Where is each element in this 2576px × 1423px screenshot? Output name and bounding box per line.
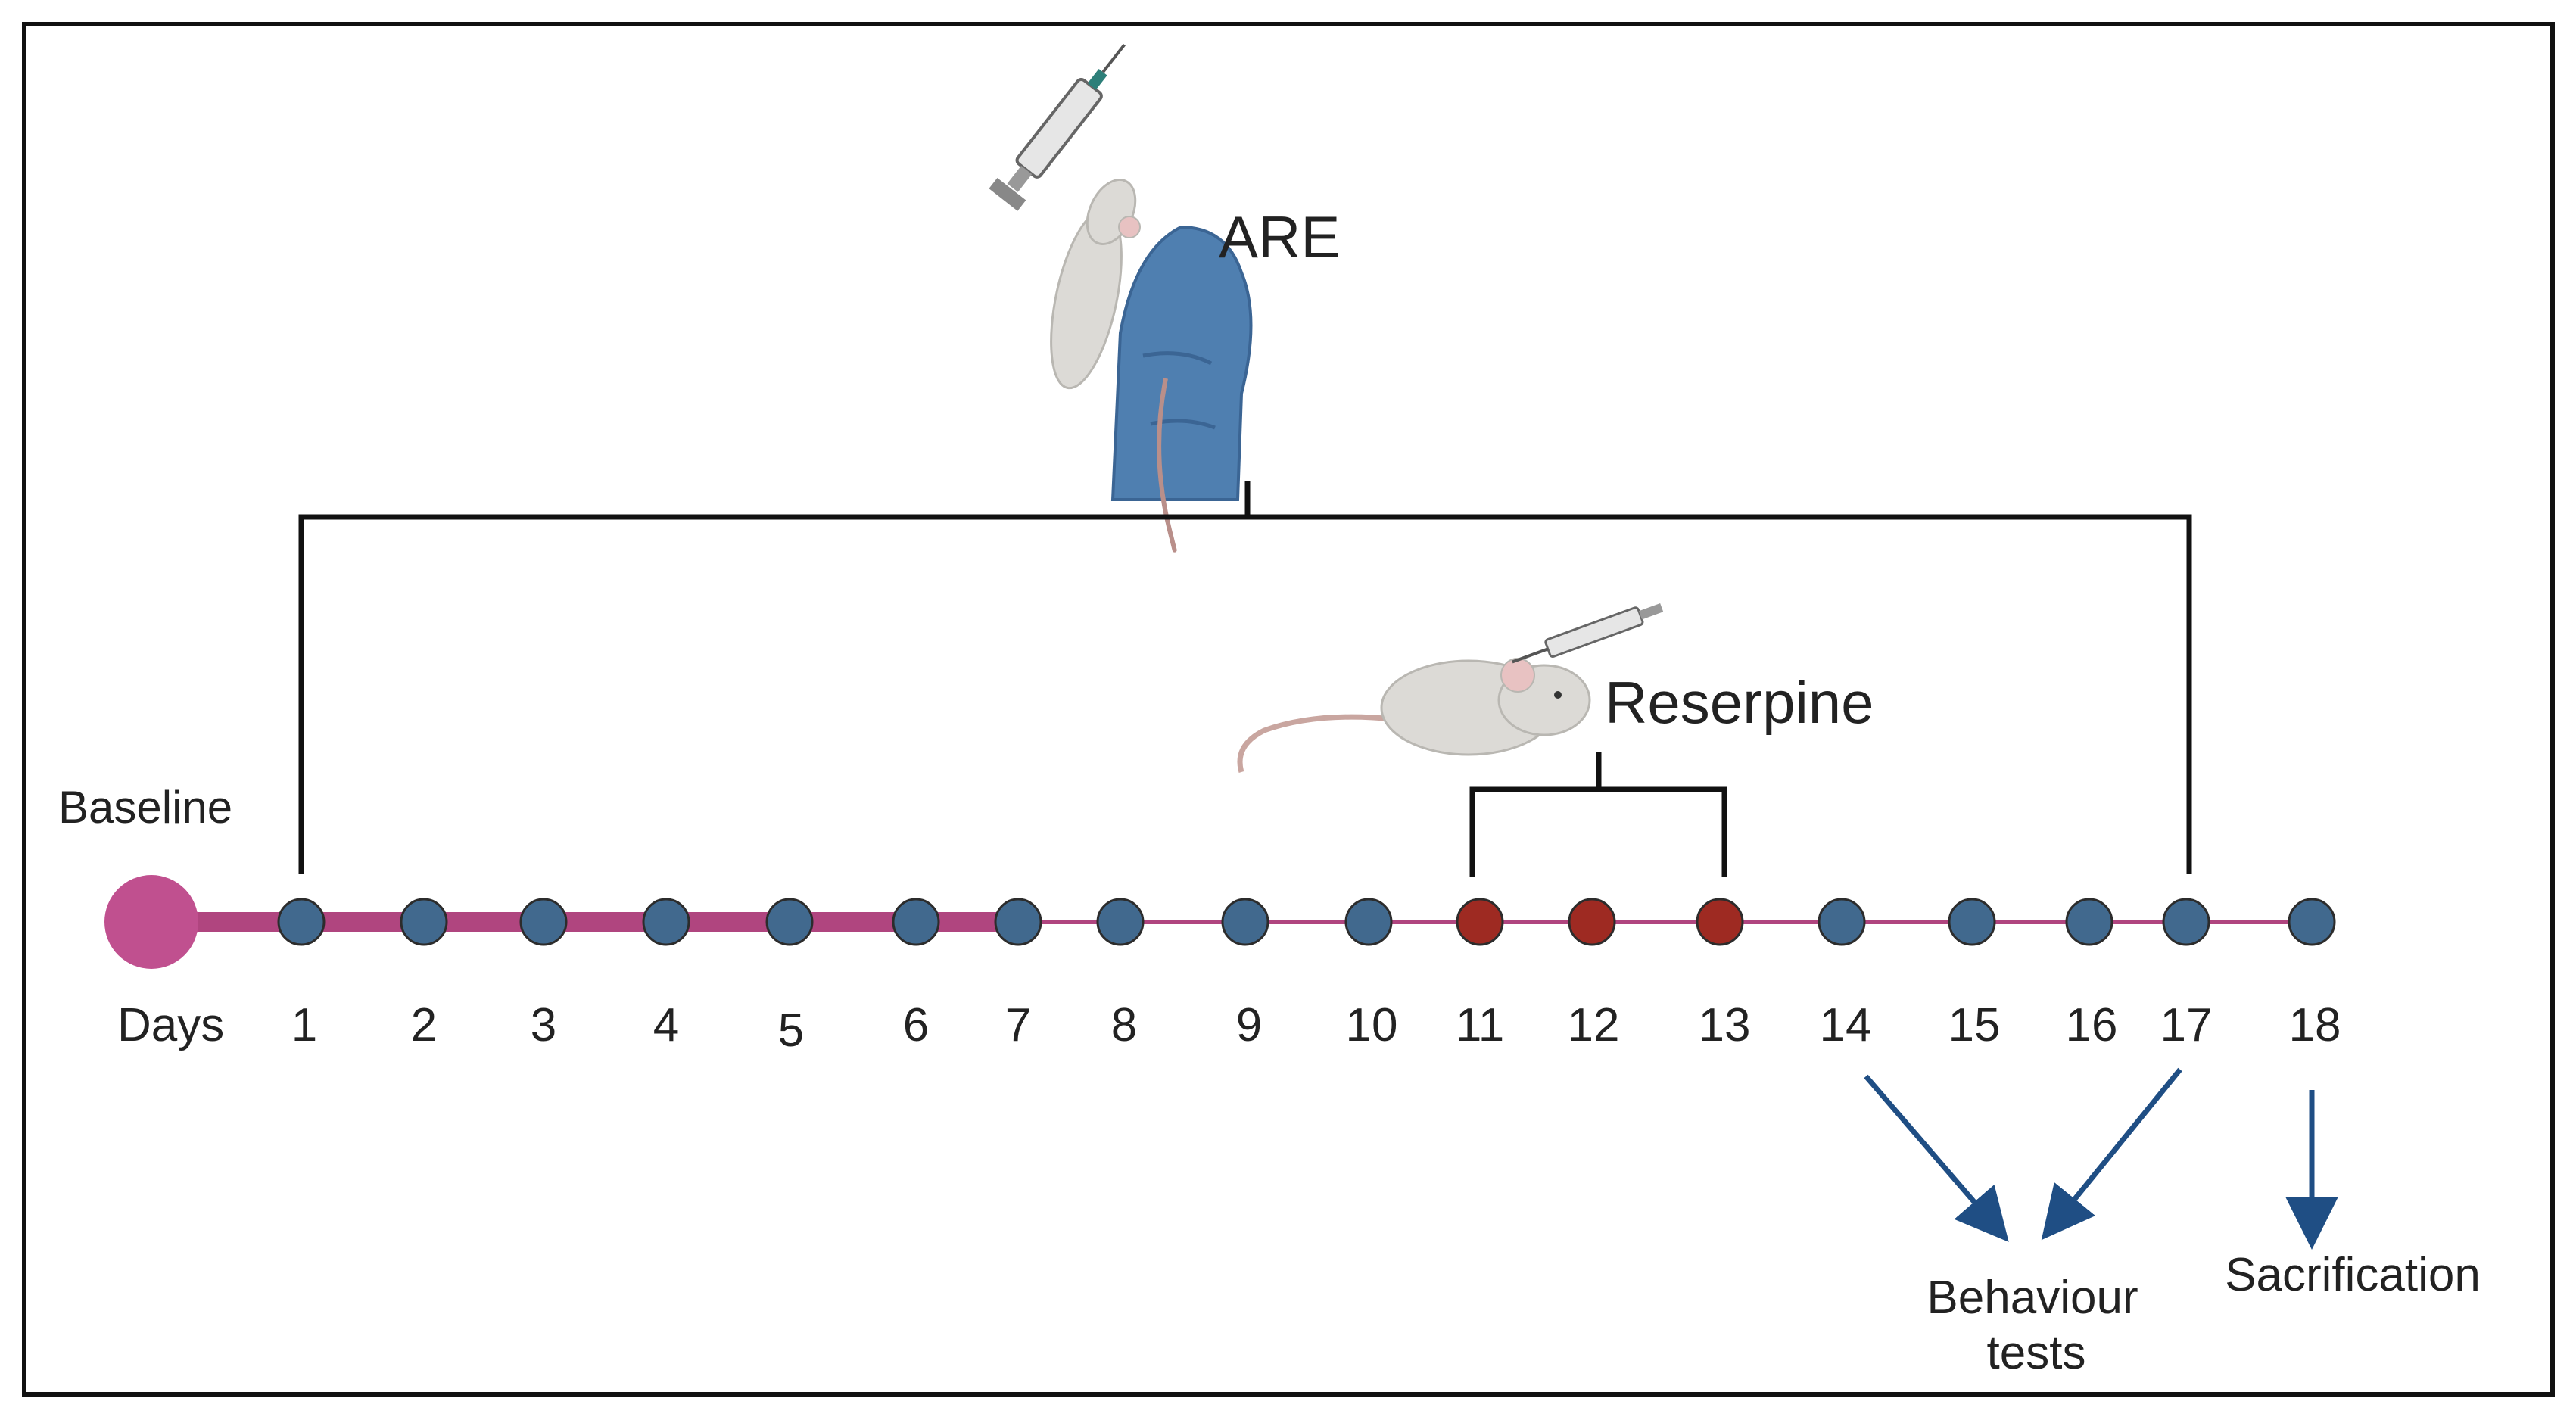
held-mouse-tail bbox=[1157, 378, 1177, 553]
behaviour-tests-label-line1: Behaviour bbox=[1927, 1272, 2138, 1324]
day-label-3: 3 bbox=[531, 999, 556, 1051]
day-label-6: 6 bbox=[903, 999, 929, 1051]
day-label-9: 9 bbox=[1236, 999, 1262, 1051]
day-marker-2 bbox=[400, 898, 448, 946]
outcome-arrows bbox=[1864, 1067, 2338, 1250]
day-label-18: 18 bbox=[2289, 999, 2341, 1051]
day-label-4: 4 bbox=[653, 999, 679, 1051]
day-marker-7 bbox=[994, 898, 1042, 946]
day-markers bbox=[277, 898, 2336, 946]
day-label-10: 10 bbox=[1346, 999, 1398, 1051]
day-marker-8 bbox=[1096, 898, 1145, 946]
day-label-12: 12 bbox=[1568, 999, 1620, 1051]
outer-frame bbox=[22, 22, 2555, 1397]
mouse-ear bbox=[1500, 658, 1535, 693]
days-label: Days bbox=[117, 999, 224, 1051]
day-label-1: 1 bbox=[291, 999, 317, 1051]
mouse-tail bbox=[1237, 714, 1394, 773]
are-bracket bbox=[298, 481, 2192, 874]
sacrification-label: Sacrification bbox=[2225, 1249, 2481, 1301]
reserpine-injection-illustration bbox=[1237, 603, 1664, 773]
day-marker-17 bbox=[2162, 898, 2210, 946]
day-marker-13 bbox=[1696, 898, 1744, 946]
syringe-icon bbox=[989, 43, 1126, 211]
baseline-marker bbox=[104, 875, 198, 969]
mouse-eye bbox=[1554, 691, 1562, 699]
day-marker-14 bbox=[1818, 898, 1866, 946]
are-label: ARE bbox=[1219, 204, 1340, 270]
day-label-7: 7 bbox=[1005, 999, 1031, 1051]
day-marker-18 bbox=[2288, 898, 2336, 946]
are-injection-illustration bbox=[989, 43, 1253, 553]
day-marker-10 bbox=[1344, 898, 1393, 946]
day-marker-1 bbox=[277, 898, 326, 946]
day-label-11: 11 bbox=[1456, 999, 1504, 1051]
reserpine-label: Reserpine bbox=[1605, 669, 1874, 736]
day-marker-3 bbox=[519, 898, 568, 946]
day-marker-4 bbox=[642, 898, 690, 946]
day-label-16: 16 bbox=[2066, 999, 2118, 1051]
day-marker-6 bbox=[892, 898, 940, 946]
baseline-label: Baseline bbox=[58, 782, 232, 833]
day-marker-5 bbox=[765, 898, 814, 946]
day-label-2: 2 bbox=[411, 999, 437, 1051]
day-label-14: 14 bbox=[1820, 999, 1872, 1051]
day-label-8: 8 bbox=[1111, 999, 1137, 1051]
day-label-5: 5 bbox=[778, 1004, 804, 1057]
day-marker-9 bbox=[1221, 898, 1269, 946]
day-marker-16 bbox=[2065, 898, 2113, 946]
reserpine-bracket bbox=[1469, 752, 1727, 877]
behaviour-tests-label-line2: tests bbox=[1987, 1327, 2086, 1379]
syringe-icon bbox=[1512, 603, 1664, 664]
day-marker-15 bbox=[1948, 898, 1996, 946]
day-label-15: 15 bbox=[1948, 999, 2001, 1051]
day-marker-11 bbox=[1456, 898, 1504, 946]
day-marker-12 bbox=[1568, 898, 1616, 946]
day-label-17: 17 bbox=[2160, 999, 2213, 1051]
arrow-day17-to-behaviour bbox=[2041, 1067, 2182, 1241]
glove bbox=[1110, 225, 1253, 501]
day-label-13: 13 bbox=[1699, 999, 1751, 1051]
arrow-day14-to-behaviour bbox=[1864, 1074, 2009, 1242]
